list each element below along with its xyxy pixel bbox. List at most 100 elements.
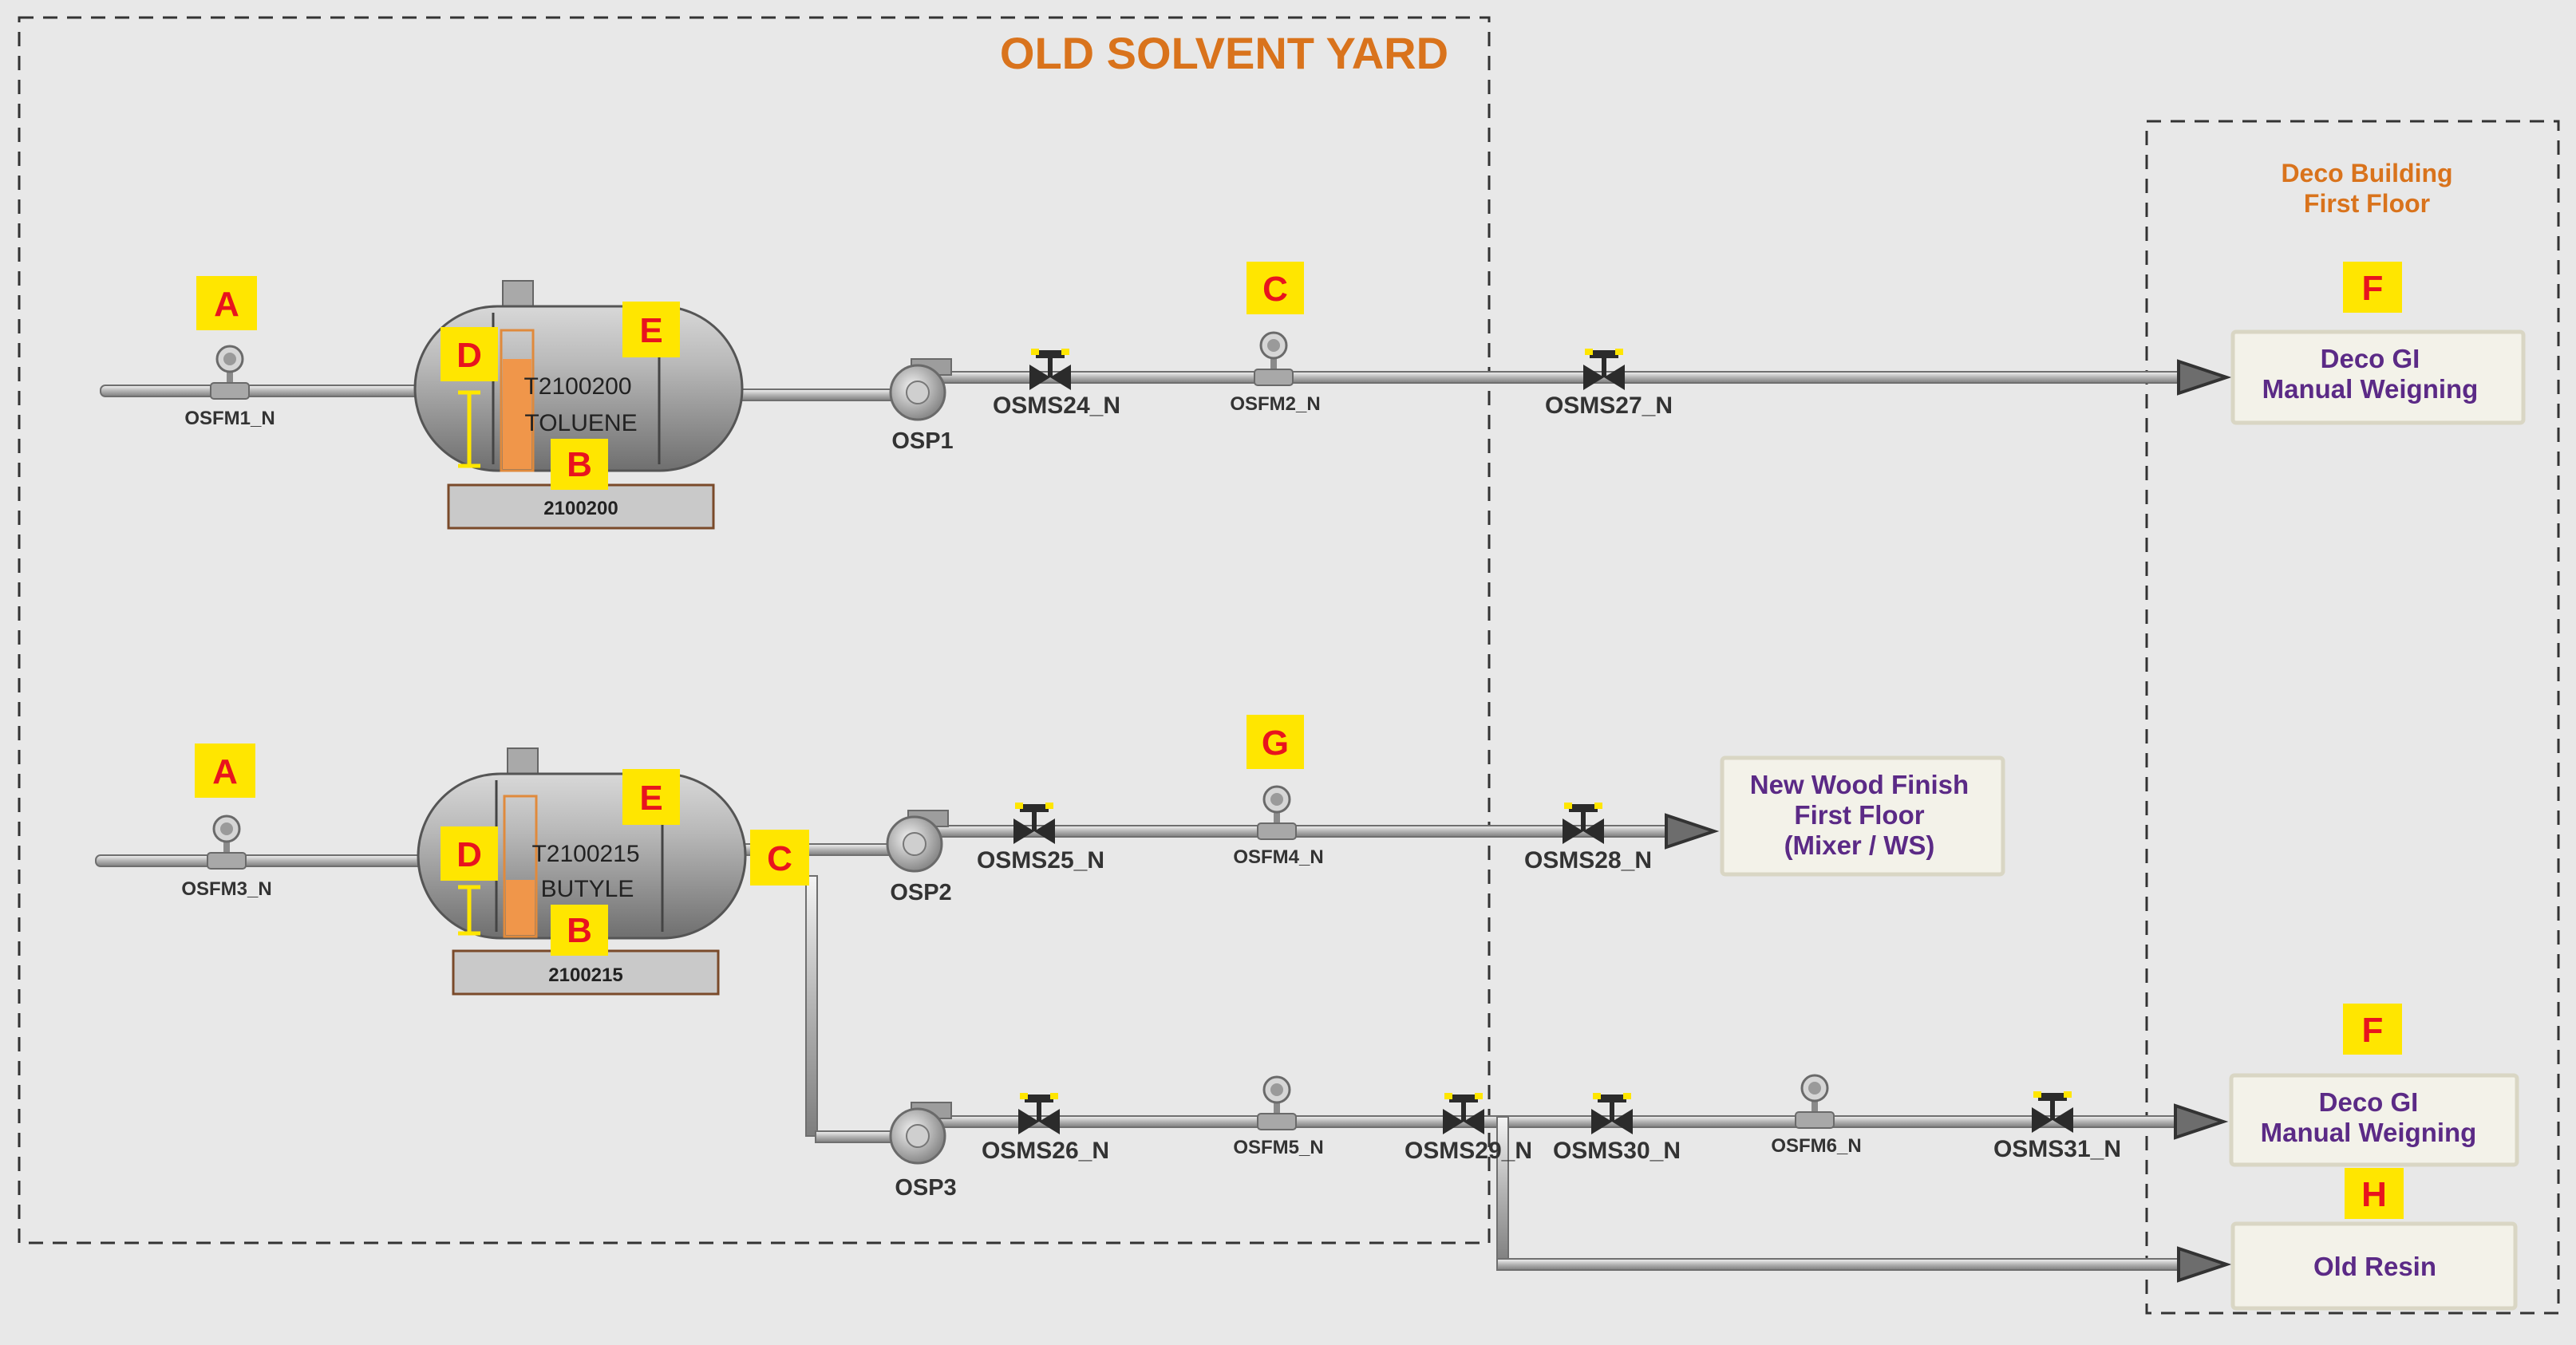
marker-c: C [750,830,809,885]
tank-name: T2100200 [523,373,631,400]
svg-text:2100215: 2100215 [548,964,622,986]
valve-icon[interactable] [1029,349,1071,390]
svg-text:F: F [2362,1011,2384,1050]
svg-text:Deco GI: Deco GI [2321,344,2420,373]
valve-label: OSMS31_N [1993,1136,2121,1162]
valve-icon[interactable] [1018,1093,1060,1134]
valve-label: OSMS25_N [977,847,1104,874]
marker-h: H [2345,1168,2404,1219]
pipe-segment [733,389,895,401]
svg-text:Old Resin: Old Resin [2313,1252,2436,1281]
svg-text:H: H [2361,1175,2387,1214]
tank-product: BUTYLE [541,876,634,902]
svg-text:First Floor: First Floor [1794,800,1924,830]
svg-text:New Wood Finish: New Wood Finish [1750,770,1969,799]
flow-arrow-icon [2174,1104,2225,1139]
deco-area-title-line1: Deco Building [2281,159,2452,187]
pump-label: OSP1 [891,428,953,454]
destination-deco-gi-2[interactable]: Deco GI Manual Weigning [2229,1073,2519,1167]
flowmeter-label: OSFM3_N [181,878,271,900]
pump-icon[interactable] [886,809,950,873]
deco-building-boundary [2145,120,2560,1315]
flowmeter-icon[interactable] [1256,1075,1298,1131]
svg-text:D: D [456,336,482,375]
svg-text:A: A [212,752,238,791]
flowmeter-icon[interactable] [209,345,251,400]
svg-text:E: E [639,311,662,350]
valve-label: OSMS24_N [993,392,1120,419]
marker-e: E [622,302,680,357]
level-gauge [500,329,535,472]
flowmeter-icon[interactable] [1256,785,1298,841]
marker-b: B [551,439,608,490]
pipe-segment [1496,1258,2195,1271]
svg-text:B: B [567,911,592,950]
pipe-segment [805,875,818,1137]
flowmeter-label: OSFM5_N [1233,1137,1323,1158]
valve-icon[interactable] [1583,349,1625,390]
marker-f: F [2343,262,2402,313]
marker-b: B [551,905,608,956]
svg-text:Manual Weigning: Manual Weigning [2261,1118,2477,1147]
tank-plate: 2100200 [447,483,715,530]
destination-deco-gi-1[interactable]: Deco GI Manual Weigning [2230,329,2526,425]
svg-text:Deco GI: Deco GI [2319,1087,2419,1117]
marker-f: F [2343,1004,2402,1055]
tank-plate: 2100215 [452,949,720,996]
old-solvent-yard-boundary [18,16,1491,1244]
valve-icon[interactable] [1443,1093,1484,1134]
valve-label: OSMS26_N [982,1138,1109,1164]
marker-e: E [622,769,680,825]
svg-text:C: C [1262,270,1288,309]
svg-text:E: E [639,779,662,818]
valve-icon[interactable] [1591,1093,1633,1134]
flowmeter-label: OSFM1_N [184,408,275,429]
marker-a: A [195,743,255,798]
tank-name: T2100215 [531,841,639,867]
level-fill [503,359,531,469]
marker-c: C [1247,262,1304,314]
svg-text:F: F [2362,269,2384,308]
level-gauge [503,795,538,938]
yard-title: OLD SOLVENT YARD [1000,28,1448,78]
flow-arrow-icon [2177,1247,2228,1282]
valve-icon[interactable] [1013,803,1055,844]
valve-label: OSMS28_N [1524,847,1652,874]
pipe-segment [95,854,424,867]
flowmeter-label: OSFM2_N [1230,393,1320,415]
valve-icon[interactable] [1563,803,1604,844]
svg-text:A: A [214,285,239,324]
svg-text:B: B [567,445,592,484]
flow-arrow-icon [1665,814,1716,849]
deco-area-title-line2: First Floor [2304,189,2430,218]
flowmeter-icon[interactable] [206,814,247,870]
valve-label: OSMS29_N [1405,1138,1532,1164]
svg-text:2100200: 2100200 [543,498,618,519]
marker-g: G [1247,715,1304,769]
svg-text:C: C [767,839,792,878]
pump-icon[interactable] [889,357,953,421]
tank-product: TOLUENE [524,410,637,436]
level-fill [506,880,535,935]
destination-new-wood-finish[interactable]: New Wood Finish First Floor (Mixer / WS) [1720,755,2005,877]
svg-text:(Mixer / WS): (Mixer / WS) [1784,830,1935,860]
flowmeter-icon[interactable] [1253,331,1294,387]
flowmeter-icon[interactable] [1794,1074,1835,1130]
valve-label: OSMS30_N [1553,1138,1681,1164]
pipe-segment [907,1115,2194,1128]
pump-label: OSP2 [890,880,951,905]
pipe-segment [100,385,421,397]
svg-text:G: G [1262,724,1289,763]
pipe-segment [909,371,2192,384]
valve-label: OSMS27_N [1545,392,1673,419]
pump-label: OSP3 [895,1175,956,1201]
marker-d: D [441,327,498,381]
marker-d: D [441,826,498,881]
marker-a: A [196,276,257,330]
svg-text:D: D [456,835,482,874]
destination-old-resin[interactable]: Old Resin [2230,1221,2518,1311]
flowmeter-label: OSFM4_N [1233,846,1323,868]
flow-arrow-icon [2177,360,2228,395]
pump-icon[interactable] [889,1101,953,1165]
